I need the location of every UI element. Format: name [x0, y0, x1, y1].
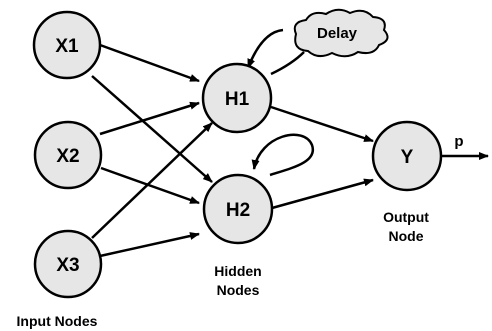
edge-h1-y: [270, 105, 374, 143]
node-x3: [33, 229, 103, 299]
caption-hidden-line2: Nodes: [217, 282, 260, 298]
edge-h2-y: [271, 178, 374, 210]
edge-h1-delay: [270, 51, 305, 76]
delay-cloud: [293, 8, 389, 58]
edge-x3-h1: [91, 122, 213, 239]
edge-delay-h1: [246, 28, 284, 69]
edge-x1-h2: [91, 75, 213, 183]
caption-hidden-line1: Hidden: [214, 263, 261, 279]
caption-input-nodes: Input Nodes: [17, 313, 98, 329]
node-x1-label: X1: [55, 36, 79, 57]
caption-output-line2: Node: [389, 228, 424, 244]
node-x2-label: X2: [56, 146, 79, 167]
edge-x3-h2: [99, 232, 200, 258]
node-y-label: Y: [401, 147, 414, 168]
node-x1: [32, 10, 102, 80]
edge-h2-self-loop: [251, 133, 315, 177]
node-x2: [33, 120, 103, 190]
caption-output-line1: Output: [383, 209, 429, 225]
output-symbol: p: [454, 133, 463, 150]
delay-label: Delay: [317, 25, 358, 42]
edge-x2-h1: [99, 101, 200, 136]
node-h2-label: H2: [226, 200, 250, 221]
edge-x2-h2: [100, 166, 200, 205]
node-y: [371, 120, 443, 192]
node-h1: [201, 62, 273, 134]
node-x3-label: X3: [56, 255, 79, 276]
edge-x1-h1: [99, 43, 200, 83]
node-h2: [202, 173, 274, 245]
node-h1-label: H1: [225, 89, 250, 110]
